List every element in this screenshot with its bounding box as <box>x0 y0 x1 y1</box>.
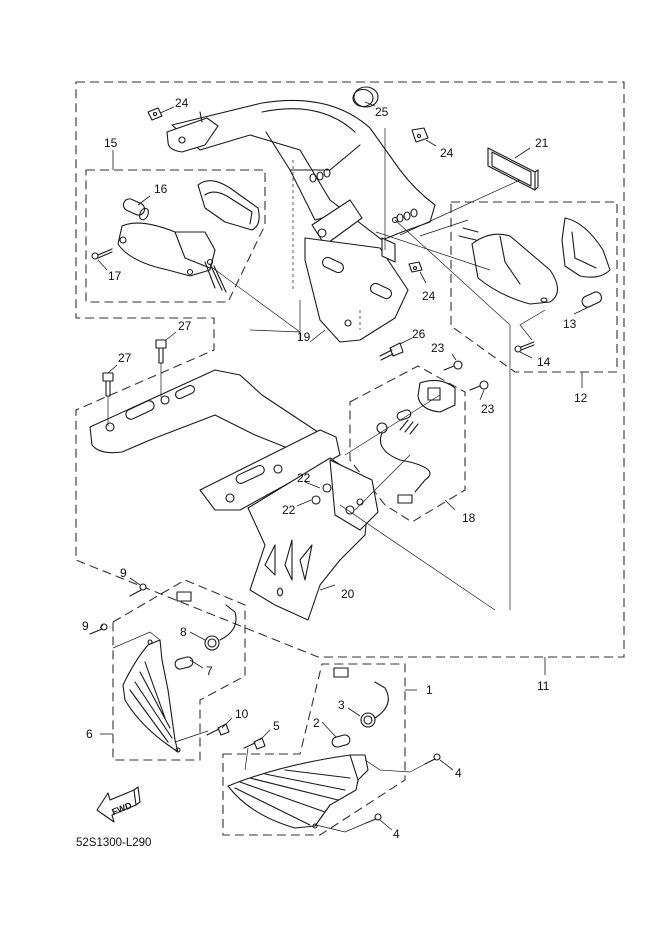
group-1-boundary <box>222 663 406 836</box>
bulb-2 <box>331 734 351 748</box>
callout-24c: 24 <box>422 289 436 303</box>
callout-12: 12 <box>574 391 588 405</box>
callout-17: 17 <box>108 269 122 283</box>
callout-1: 1 <box>426 683 433 697</box>
tail-unit-15 <box>91 180 260 293</box>
screws-9 <box>89 583 147 635</box>
callout-22b: 22 <box>282 503 296 517</box>
license-lamp-18 <box>376 360 489 504</box>
callout-15: 15 <box>104 136 118 150</box>
callout-27b: 27 <box>178 319 192 333</box>
callout-27a: 27 <box>118 351 132 365</box>
callout-11: 11 <box>537 679 550 693</box>
assembly-lines <box>112 128 546 833</box>
nuts-22 <box>311 483 332 505</box>
callout-8: 8 <box>180 625 187 639</box>
callout-6: 6 <box>86 727 93 741</box>
socket-8 <box>176 591 237 651</box>
callout-2: 2 <box>313 716 320 730</box>
group-boundaries <box>75 81 625 836</box>
callout-25: 25 <box>375 105 389 119</box>
callout-4b: 4 <box>393 827 400 841</box>
clip-nut-24-top-right <box>411 127 429 143</box>
screws-23 <box>443 360 489 391</box>
flasher-right-1 <box>227 667 441 829</box>
group-15-boundary <box>85 169 266 303</box>
bolts-27 <box>102 339 167 426</box>
bolt-10 <box>206 723 230 736</box>
flasher-left-6 <box>89 583 237 753</box>
callout-21: 21 <box>535 136 549 150</box>
callout-26: 26 <box>412 327 426 341</box>
screw-17 <box>91 248 113 260</box>
bulb-7 <box>174 656 194 670</box>
callout-19: 19 <box>297 330 311 344</box>
callout-13: 13 <box>563 317 577 331</box>
bolt-26 <box>379 342 404 361</box>
callout-14: 14 <box>537 355 551 369</box>
callout-18: 18 <box>462 511 476 525</box>
callout-20: 20 <box>341 587 355 601</box>
callout-16: 16 <box>154 182 168 196</box>
callout-24b: 24 <box>440 146 454 160</box>
callout-24a: 24 <box>175 96 189 110</box>
group-12-boundary <box>450 201 618 373</box>
bolt-5 <box>243 737 266 750</box>
socket-3 <box>333 667 389 728</box>
callout-10: 10 <box>235 707 249 721</box>
rear-bracket-20 <box>89 369 379 621</box>
callout-labels: 1 2 3 4 4 5 6 7 8 9 9 10 11 12 13 14 15 … <box>82 96 588 841</box>
callout-5: 5 <box>273 719 280 733</box>
callout-23a: 23 <box>431 341 445 355</box>
leader-lines <box>97 101 596 831</box>
group-6-boundary <box>112 579 246 761</box>
callout-4a: 4 <box>455 766 462 780</box>
group-18-boundary <box>349 365 466 523</box>
screw-14 <box>514 341 535 353</box>
bulb-13 <box>581 291 603 308</box>
clip-nut-24-top-left <box>147 107 163 121</box>
callout-9b: 9 <box>82 619 89 633</box>
tail-unit-12 <box>458 217 611 353</box>
cap-25 <box>352 86 379 108</box>
assembly-11-boundary <box>75 81 625 658</box>
bracket-top-left <box>166 111 219 153</box>
screws-4 <box>365 753 441 824</box>
clip-nut-24-middle <box>408 261 423 273</box>
callout-7: 7 <box>206 664 213 678</box>
forward-direction-arrow: FWD <box>96 786 141 823</box>
callout-22a: 22 <box>297 471 311 485</box>
rear-frame-19 <box>171 99 436 343</box>
diagram-code: 52S1300-L290 <box>76 837 151 849</box>
callout-9a: 9 <box>120 566 127 580</box>
callout-3: 3 <box>338 698 345 712</box>
callout-23b: 23 <box>481 402 495 416</box>
reflector-21 <box>487 147 539 191</box>
